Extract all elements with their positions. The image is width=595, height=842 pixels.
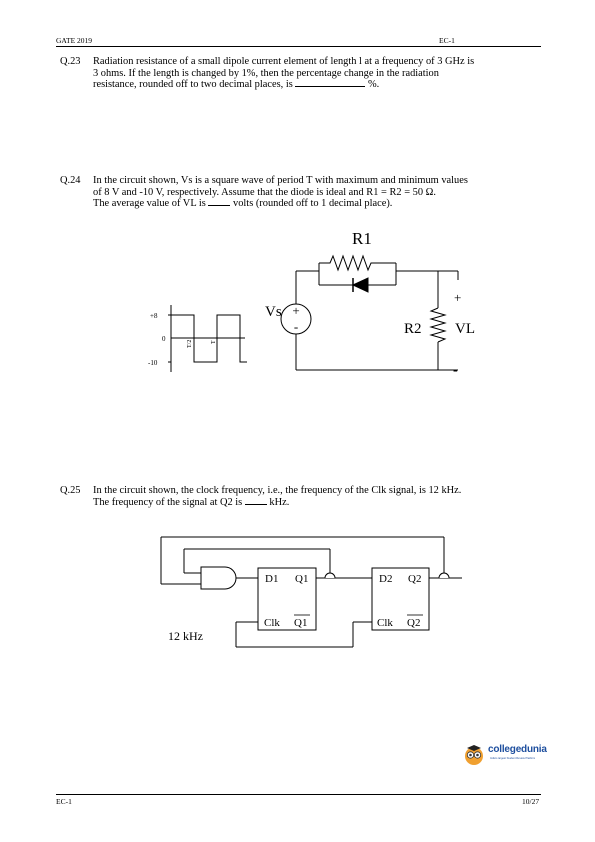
q2bar-label: Q2 [407, 617, 420, 629]
question-24: Q.24 In the circuit shown, Vs is a squar… [60, 175, 540, 215]
answer-blank [244, 503, 267, 505]
question-line: The average value of VL is volts (rounde… [93, 198, 468, 210]
header-left: GATE 2019 [56, 36, 93, 45]
question-line: resistance, rounded off to two decimal p… [93, 79, 474, 91]
question-line-text: kHz. [269, 496, 290, 508]
r2-label: R2 [404, 321, 422, 337]
question-line: Radiation resistance of a small dipole c… [93, 56, 475, 67]
vl-label: VL [455, 321, 475, 337]
diode-icon [351, 277, 369, 293]
flipflop-1 [257, 567, 317, 631]
question-line-text: The average value of VL is [93, 198, 206, 210]
logo-tagline: India's largest Student Review Platform [490, 757, 536, 760]
clock-frequency-label: 12 kHz [168, 629, 203, 643]
header-right: EC-1 [439, 36, 455, 45]
resistor-r1 [319, 254, 396, 272]
footer-left: EC-1 [56, 797, 72, 806]
wave-max-label: +8 [150, 312, 158, 320]
question-line: 3 ohms. If the length is changed by 1%, … [93, 67, 439, 79]
answer-blank [295, 86, 366, 88]
resistor-r2 [429, 307, 447, 343]
question-text: In the circuit shown, Vs is a square wav… [93, 175, 468, 210]
answer-blank [208, 205, 231, 207]
square-wave [171, 314, 247, 363]
wave-min-label: -10 [148, 359, 158, 367]
question-line: In the circuit shown, the clock frequenc… [93, 485, 462, 496]
question-line-text: The frequency of the signal at Q2 is [93, 496, 243, 508]
header-rule [56, 46, 541, 47]
footer-right: 10/27 [522, 797, 540, 806]
question-text: In the circuit shown, the clock frequenc… [93, 485, 461, 508]
question-23: Q.23 Radiation resistance of a small dip… [60, 56, 540, 96]
question-text: Radiation resistance of a small dipole c… [93, 56, 474, 91]
question-25: Q.25 In the circuit shown, the clock fre… [60, 485, 540, 513]
vl-plus-label: + [454, 290, 461, 305]
q1bar-label: Q1 [294, 617, 307, 629]
clk1-label: Clk [264, 617, 280, 629]
wave-zero-label: 0 [162, 335, 166, 343]
voltage-source [280, 303, 312, 335]
and-gate [200, 566, 237, 590]
q1-label: Q1 [295, 573, 308, 585]
question-line: The frequency of the signal at Q2 is kHz… [93, 497, 461, 509]
question-number: Q.23 [60, 56, 81, 67]
footer-rule [56, 794, 541, 795]
owl-icon [465, 745, 483, 765]
source-minus-sign: - [294, 319, 298, 334]
question-line: In the circuit shown, Vs is a square wav… [93, 175, 468, 186]
q2-label: Q2 [408, 573, 421, 585]
clk2-label: Clk [377, 617, 393, 629]
question-number: Q.25 [60, 485, 81, 496]
question-number: Q.24 [60, 175, 81, 186]
vs-label: Vs [265, 304, 282, 320]
collegedunia-logo: collegedunia India's largest Student Rev… [463, 741, 563, 771]
question-line: of 8 V and -10 V, respectively. Assume t… [93, 186, 436, 198]
logo-name: collegedunia [488, 744, 547, 755]
unit-text: %. [368, 79, 380, 91]
vl-minus-label: - [453, 363, 458, 378]
source-plus-sign: + [292, 303, 299, 318]
r1-label: R1 [352, 229, 372, 248]
d2-label: D2 [379, 573, 392, 585]
question-line-text: volts (rounded off to 1 decimal place). [233, 198, 393, 210]
flipflop-2 [371, 567, 430, 631]
wave-period-label: T [211, 340, 217, 344]
wave-half-period-label: T/2 [187, 340, 193, 348]
question-line-text: resistance, rounded off to two decimal p… [93, 79, 293, 91]
d1-label: D1 [265, 573, 278, 585]
